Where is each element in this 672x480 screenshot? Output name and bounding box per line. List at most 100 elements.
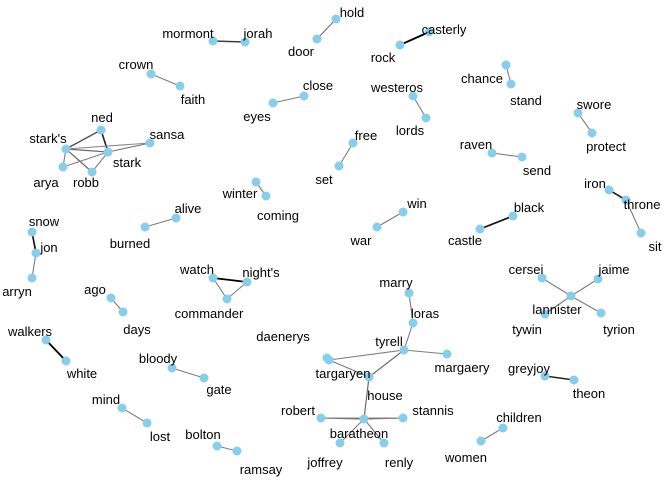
node-days (118, 307, 128, 317)
node-label-ago: ago (84, 282, 106, 297)
node-label-sit: sit (649, 239, 662, 254)
node-sansa (145, 138, 155, 148)
node-mind (117, 403, 127, 413)
edge-ned-starks (65, 129, 102, 150)
node-ramsay (232, 446, 242, 456)
node-protect (587, 128, 597, 138)
edge-crown-faith (150, 73, 181, 87)
node-commander (222, 294, 232, 304)
node-label-bolton: bolton (185, 427, 220, 442)
node-alive (171, 213, 181, 223)
edge-win-war (376, 211, 404, 228)
node-faith (175, 81, 185, 91)
node-label-greyjoy: greyjoy (508, 361, 550, 376)
node-layer (27, 14, 646, 456)
node-walkers (41, 335, 51, 345)
edge-tyrell-targaryen (328, 349, 405, 361)
node-label-castle: castle (448, 233, 482, 248)
node-joffrey (335, 438, 345, 448)
node-label-crown: crown (119, 57, 154, 72)
node-label-house: house (367, 388, 402, 403)
node-label-burned: burned (110, 236, 150, 251)
node-label-protect: protect (586, 139, 626, 154)
node-iron (604, 185, 614, 195)
node-lost (142, 418, 152, 428)
node-label-free: free (355, 128, 377, 143)
edge-greyjoy-theon (544, 375, 575, 381)
node-watch (208, 273, 218, 283)
node-label-set: set (315, 172, 333, 187)
edge-alive-burned (144, 217, 177, 228)
edge-bloody-gate (171, 367, 205, 379)
node-chance (501, 60, 511, 70)
edge-targaryen-house (328, 359, 370, 378)
node-label-jon: jon (39, 240, 57, 255)
node-targaryen (324, 355, 334, 365)
edge-stark-arya (62, 151, 109, 168)
node-jon (31, 248, 41, 258)
node-cersei (537, 273, 547, 283)
node-label-winter: winter (222, 186, 258, 201)
node-jorah (240, 37, 250, 47)
node-label-commander: commander (175, 306, 244, 321)
node-label-daenerys: daenerys (256, 329, 310, 344)
edge-jaime-lannister (570, 278, 599, 297)
node-westeros (408, 91, 418, 101)
node-throne (621, 195, 631, 205)
node-label-throne: throne (624, 197, 661, 212)
node-eyes (268, 98, 278, 108)
edge-house-baratheon (363, 376, 370, 420)
node-label-stark: stark (113, 155, 142, 170)
node-stannis (398, 413, 408, 423)
node-tywin (540, 309, 550, 319)
node-label-nights: night's (242, 265, 280, 280)
node-close (299, 91, 309, 101)
node-theon (569, 375, 579, 385)
node-label-hold: hold (340, 5, 365, 20)
node-label-eyes: eyes (243, 109, 271, 124)
node-label-sansa: sansa (150, 127, 185, 142)
node-send (517, 152, 527, 162)
node-set (334, 161, 344, 171)
edge-walkers-white (45, 339, 67, 362)
edge-mind-lost (121, 407, 148, 424)
node-coming (261, 191, 271, 201)
edge-tyrion-lannister (570, 295, 602, 314)
node-label-lannister: lannister (532, 302, 582, 317)
edge-eyes-close (272, 95, 305, 104)
node-door (312, 34, 322, 44)
node-label-rock: rock (371, 50, 396, 65)
node-label-win: win (406, 196, 427, 211)
node-bolton (212, 441, 222, 451)
node-castle (475, 224, 485, 234)
node-label-robert: robert (281, 403, 315, 418)
node-winter (251, 177, 261, 187)
node-casterly (424, 27, 434, 37)
node-burned (140, 222, 150, 232)
node-ned (96, 125, 106, 135)
node-renly (379, 438, 389, 448)
node-label-watch: watch (179, 262, 214, 277)
node-label-joffrey: joffrey (306, 455, 343, 470)
edge-hold-door (316, 18, 337, 40)
node-robb (87, 167, 97, 177)
edge-raven-send (491, 152, 523, 158)
node-label-margaery: margaery (435, 360, 490, 375)
node-label-arya: arya (33, 175, 59, 190)
node-rock (395, 40, 405, 50)
node-ago (106, 293, 116, 303)
node-lannister (566, 291, 576, 301)
edge-mormont-jorah (212, 40, 246, 43)
edge-starks-sansa (65, 142, 151, 150)
node-label-westeros: westeros (370, 80, 424, 95)
node-label-baratheon: baratheon (330, 426, 389, 441)
edge-tyrell-house (368, 349, 405, 378)
node-label-snow: snow (29, 214, 60, 229)
node-crown (146, 69, 156, 79)
node-baratheon (359, 414, 369, 424)
node-label-loras: loras (411, 306, 440, 321)
edge-black-castle (479, 215, 514, 230)
node-label-stannis: stannis (412, 403, 454, 418)
node-sit (636, 228, 646, 238)
